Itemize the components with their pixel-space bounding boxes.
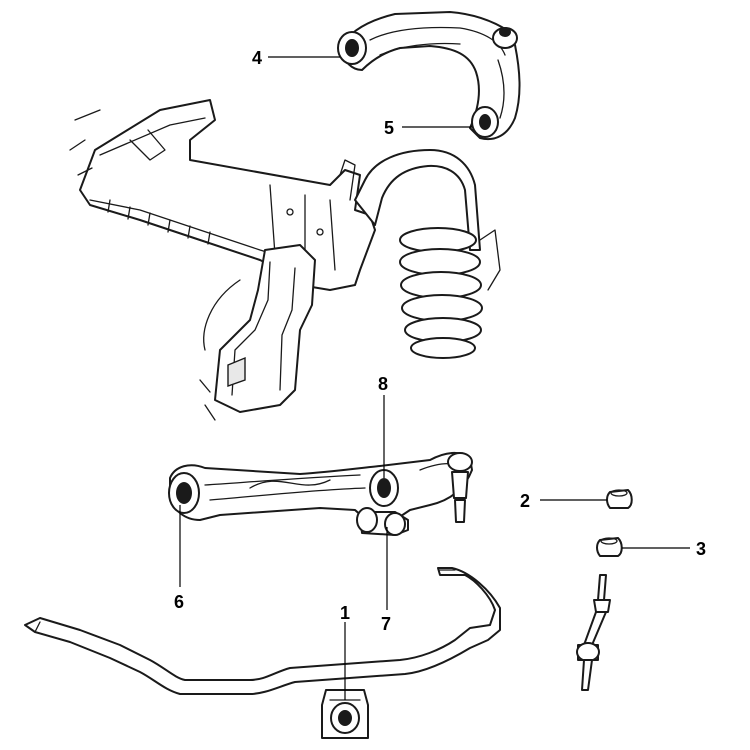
callout-3: 3 xyxy=(696,539,706,559)
upper-arm-rear-bushing xyxy=(471,106,499,138)
callout-4: 4 xyxy=(252,48,262,68)
callout-2: 2 xyxy=(520,491,530,511)
coil-spring xyxy=(399,227,483,359)
frame-lower-bracket xyxy=(199,244,316,421)
upper-ball-joint xyxy=(492,27,518,49)
lower-arm-rear-bushing xyxy=(369,469,399,507)
callout-8: 8 xyxy=(378,374,388,394)
callout-5: 5 xyxy=(384,118,394,138)
spring-mount-bracket xyxy=(339,149,501,291)
lower-ball-joint xyxy=(447,452,473,523)
upper-arm-front-bushing xyxy=(337,31,367,65)
link-bushing-lower xyxy=(596,537,623,557)
callout-6: 6 xyxy=(174,592,184,612)
lower-arm-front-bushing xyxy=(168,472,200,514)
stabilizer-link xyxy=(576,574,611,691)
stabilizer-bushing xyxy=(321,689,369,739)
lower-control-arm xyxy=(169,452,473,523)
lower-arm-rear-bushing-sleeve xyxy=(356,507,409,536)
leader-lines xyxy=(179,56,690,700)
callout-7: 7 xyxy=(381,614,391,634)
callout-1: 1 xyxy=(340,603,350,623)
stabilizer-bar xyxy=(24,567,501,695)
frame-rail xyxy=(69,99,376,291)
callout-labels: 1 2 3 4 5 6 7 8 xyxy=(174,48,706,634)
link-bushing-upper xyxy=(606,489,633,509)
